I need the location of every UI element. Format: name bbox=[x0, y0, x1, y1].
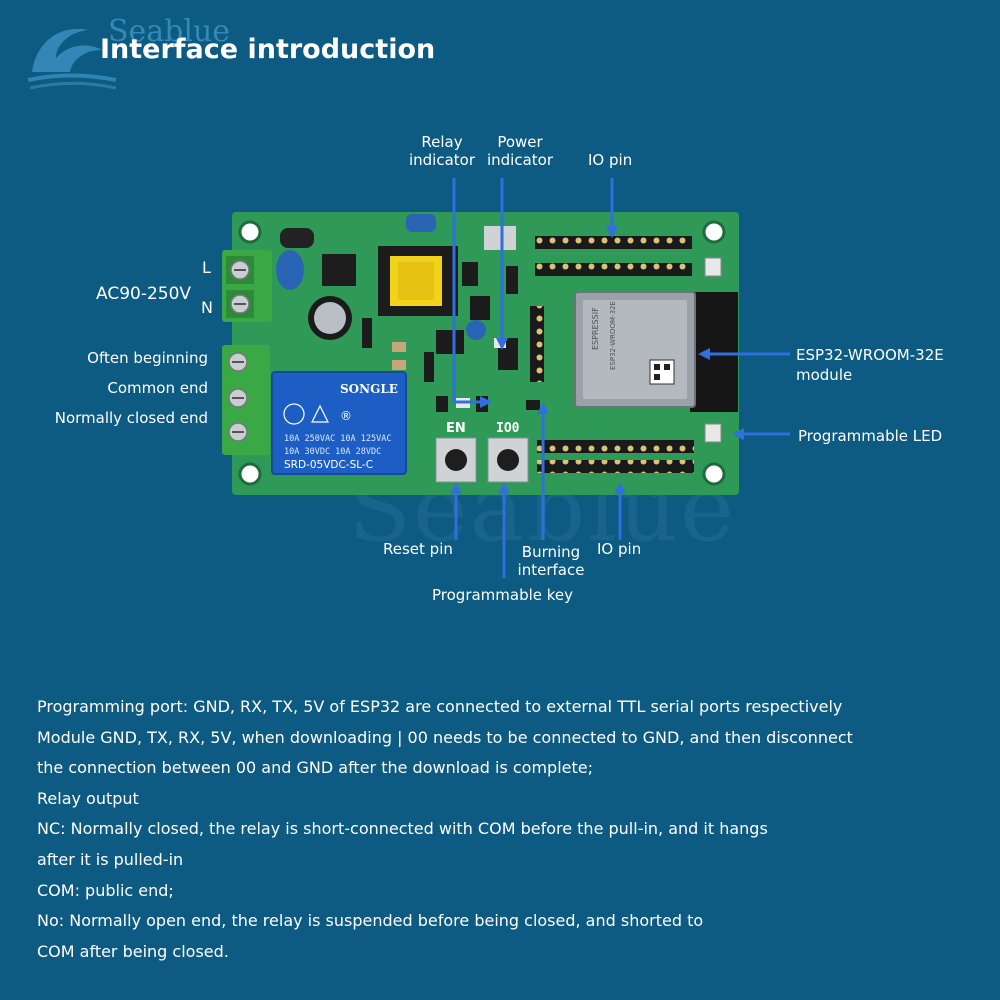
regulator-ic bbox=[322, 254, 356, 286]
reset-pin-label: Reset pin bbox=[383, 540, 453, 558]
relay-rating-text-2: 10A 30VDC 10A 28VDC bbox=[284, 447, 381, 457]
module-text-1: ESPRESSIF bbox=[591, 307, 600, 350]
power-led-right bbox=[704, 257, 722, 277]
relay bbox=[271, 371, 407, 475]
description-block: Programming port: GND, RX, TX, 5V of ESP… bbox=[37, 692, 977, 967]
callout-lines bbox=[452, 178, 790, 578]
pcb-diagram: SONGLE 10A 250VAC 10A 125VAC 10A 30VDC 1… bbox=[222, 178, 790, 578]
relay-cert-marks: ® bbox=[283, 403, 352, 425]
relay-brand-text: SONGLE bbox=[340, 382, 398, 396]
module-antenna-area bbox=[690, 292, 738, 412]
common-end-label: Common end bbox=[107, 379, 208, 397]
burning-interface-label: Burning interface bbox=[517, 543, 585, 579]
en-button bbox=[435, 437, 477, 483]
description-line: NC: Normally closed, the relay is short-… bbox=[37, 819, 768, 839]
n-terminal-label: N bbox=[201, 298, 213, 317]
mounting-holes bbox=[238, 220, 726, 486]
module-qr-code bbox=[649, 359, 675, 385]
en-button-label: EN bbox=[446, 421, 466, 436]
wave-logo-icon bbox=[27, 28, 117, 90]
io0-button bbox=[487, 437, 529, 483]
l-terminal-label: L bbox=[202, 258, 211, 277]
programmable-key-label: Programmable key bbox=[432, 586, 574, 604]
programmable-led-label: Programmable LED bbox=[798, 427, 943, 445]
power-indicator-label: Power indicator bbox=[486, 133, 554, 169]
description-line: after it is pulled-in bbox=[37, 849, 184, 869]
description-line: the connection between 00 and GND after … bbox=[37, 758, 593, 778]
often-beginning-label: Often beginning bbox=[87, 349, 208, 367]
brand-logo-text: Seablue bbox=[108, 14, 231, 49]
ac-terminal-block bbox=[222, 250, 272, 322]
description-line: Relay output bbox=[37, 788, 139, 808]
io0-button-label: IO0 bbox=[496, 421, 520, 436]
bottom-io-header-row-2 bbox=[537, 460, 694, 473]
programmable-led bbox=[704, 423, 722, 443]
small-components bbox=[362, 226, 540, 412]
ntc-thermistor bbox=[280, 228, 314, 248]
esp32-module-label: ESP32-WROOM-32E module bbox=[796, 346, 944, 384]
relay-indicator-label: Relay indicator bbox=[408, 133, 476, 169]
top-io-header-row-2 bbox=[535, 263, 692, 276]
varistor bbox=[276, 250, 304, 290]
bottom-io-header-row-1 bbox=[537, 440, 694, 453]
description-line: Programming port: GND, RX, TX, 5V of ESP… bbox=[37, 697, 843, 716]
small-capacitor bbox=[466, 320, 486, 340]
description-line: COM: public end; bbox=[37, 880, 174, 900]
burning-interface-header bbox=[530, 306, 544, 382]
module-text-2: ESP32-WROOM-32E bbox=[609, 301, 617, 370]
svg-text:®: ® bbox=[340, 409, 352, 423]
relay-model-text: SRD-05VDC-SL-C bbox=[284, 459, 373, 471]
top-io-header-row-1 bbox=[535, 236, 692, 249]
description-line: COM after being closed. bbox=[37, 941, 229, 961]
relay-terminal-block bbox=[222, 345, 270, 455]
y-capacitor bbox=[406, 214, 436, 232]
io-pin-bottom-label: IO pin bbox=[597, 540, 642, 558]
transformer bbox=[378, 246, 458, 316]
arrow-heads bbox=[450, 226, 744, 494]
normally-closed-end-label: Normally closed end bbox=[54, 409, 208, 427]
page-title: Interface introduction bbox=[100, 34, 436, 65]
description-line: No: Normally open end, the relay is susp… bbox=[37, 911, 704, 931]
input-power-label: AC90-250V bbox=[96, 284, 192, 304]
relay-rating-text-1: 10A 250VAC 10A 125VAC bbox=[284, 434, 391, 444]
io-pin-top-label: IO pin bbox=[588, 151, 633, 169]
description-line: Module GND, TX, RX, 5V, when downloading… bbox=[37, 727, 853, 747]
